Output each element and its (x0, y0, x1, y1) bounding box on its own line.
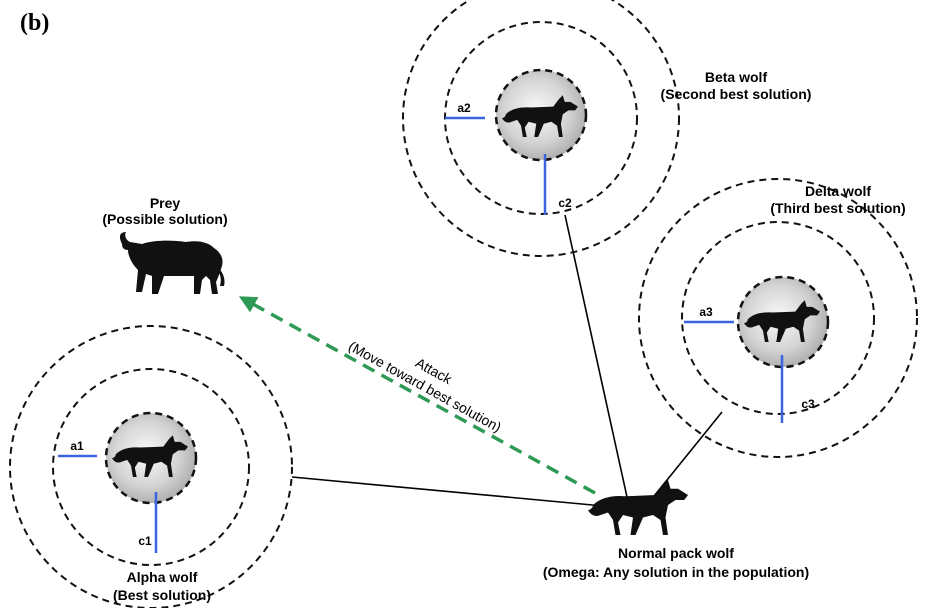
bull-icon (120, 232, 225, 294)
prey-subtitle: (Possible solution) (102, 211, 227, 227)
omega-wolf-group: Normal pack wolf (Omega: Any solution in… (543, 480, 809, 580)
delta-title: Delta wolf (805, 183, 871, 199)
panel-label: (b) (20, 10, 49, 36)
alpha-a-label: a1 (70, 439, 84, 453)
beta-link-line (565, 215, 627, 497)
wolf-icon (588, 480, 688, 535)
alpha-link-line (292, 477, 614, 507)
beta-a-label: a2 (457, 101, 471, 115)
alpha-title: Alpha wolf (127, 569, 198, 585)
attack-arrow (242, 298, 595, 493)
alpha-wolf-group: a1 c1 Alpha wolf (Best solution) (10, 326, 292, 608)
beta-title: Beta wolf (705, 69, 768, 85)
omega-subtitle: (Omega: Any solution in the population) (543, 564, 809, 580)
attack-label: Attack (Move toward best solution) (346, 322, 513, 435)
omega-title: Normal pack wolf (618, 545, 734, 561)
delta-subtitle: (Third best solution) (770, 200, 905, 216)
attack-subtitle: (Move toward best solution) (346, 338, 504, 435)
delta-link-line (646, 412, 722, 506)
prey-title: Prey (150, 195, 181, 211)
beta-wolf-group: a2 c2 Beta wolf (Second best solution) (403, 0, 811, 256)
beta-c-label: c2 (558, 196, 572, 210)
delta-wolf-group: a3 c3 Delta wolf (Third best solution) (639, 179, 917, 457)
beta-subtitle: (Second best solution) (661, 86, 812, 102)
alpha-c-label: c1 (138, 534, 152, 548)
delta-a-label: a3 (699, 305, 713, 319)
delta-c-label: c3 (801, 397, 815, 411)
alpha-subtitle: (Best solution) (113, 587, 211, 603)
